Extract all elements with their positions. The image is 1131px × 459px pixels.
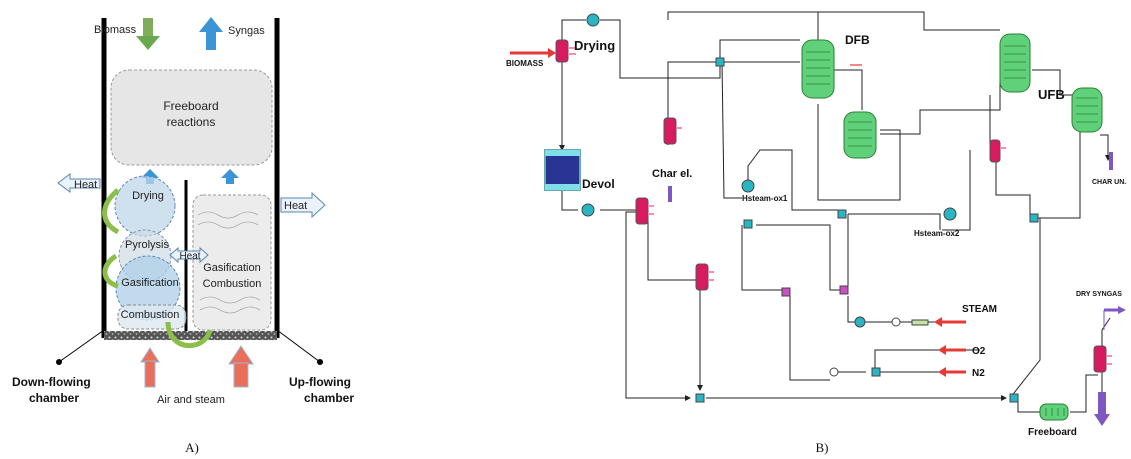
drying-label: Drying <box>132 190 164 202</box>
heat-label-right: Heat <box>284 200 307 212</box>
up-chamber-label-2: chamber <box>304 391 354 405</box>
dfb-reactor-upper <box>802 40 834 98</box>
circulation-arrow-2 <box>105 256 118 286</box>
freeboard-label: Freeboard <box>1028 427 1077 438</box>
biomass-inlet-arrow <box>136 18 160 50</box>
syngas-label: Syngas <box>228 25 265 37</box>
n2-label: N2 <box>972 368 985 379</box>
up-chamber-label-1: Up-flowing <box>289 375 351 389</box>
combustion-label-right: Combustion <box>203 278 262 290</box>
gasification-label-right: Gasification <box>203 262 260 274</box>
o2-label: O2 <box>972 346 986 357</box>
mixer-ox-mid <box>838 210 846 218</box>
caption-b: B) <box>816 440 829 455</box>
air-steam-label: Air and steam <box>157 394 225 406</box>
n2-feed-arrow <box>938 367 966 377</box>
char-un-product-arrow <box>1109 152 1113 170</box>
o2-feed-arrow <box>938 345 966 355</box>
panel-a: Freeboard reactions Biomass Syngas Dryin… <box>12 17 354 455</box>
heater-lower-left <box>696 264 714 290</box>
devol-label: Devol <box>582 177 615 191</box>
char-el-product-arrow <box>668 186 672 202</box>
devol-reactor <box>545 150 580 190</box>
heater-ufb <box>990 140 1006 162</box>
mixer-bottom-right <box>1010 394 1018 402</box>
char-el-label: Char el. <box>652 168 692 180</box>
dry-syngas-product-arrow <box>1104 306 1126 330</box>
steam-heater <box>912 320 928 325</box>
air-valve <box>830 368 838 376</box>
splitter-right <box>840 286 848 294</box>
heat-label-left: Heat <box>74 179 97 191</box>
caption-a: A) <box>185 440 199 455</box>
mixer-dfb-in <box>716 58 724 66</box>
ufb-reactor-lower <box>1072 88 1102 132</box>
mixer-ox1 <box>744 220 752 228</box>
hsteam-ox2-label: Hsteam-ox2 <box>914 229 960 238</box>
hsteam-ox1-label: Hsteam-ox1 <box>742 194 788 203</box>
ufb-reactor-upper <box>1000 34 1030 92</box>
syngas-outlet-arrow <box>199 17 223 50</box>
biomass-feed-label: BIOMASS <box>506 59 544 68</box>
hsteam-ox1-pump <box>742 180 754 192</box>
biomass-feed-arrow <box>510 48 556 58</box>
syngas-cooler <box>1094 346 1112 372</box>
pump-devol <box>582 204 594 216</box>
freeboard-reactor <box>1040 404 1068 420</box>
freeboard-label-1: Freeboard <box>163 99 218 113</box>
drying-zone <box>115 176 175 236</box>
ufb-label: UFB <box>1038 87 1065 102</box>
down-chamber-label-2: chamber <box>29 391 79 405</box>
steam-pump <box>855 317 865 327</box>
gasification-label-left: Gasification <box>121 277 178 289</box>
mixer-o2-n2 <box>872 368 880 376</box>
distributor-plate <box>104 331 277 340</box>
ash-product-arrow <box>1094 392 1110 426</box>
down-chamber-label-1: Down-flowing <box>12 375 91 389</box>
panel-b: BIOMASS STEAM O2 N2 Drying <box>506 12 1126 455</box>
air-steam-arrow-left <box>141 348 159 387</box>
char-un-label: CHAR UN. <box>1092 179 1126 186</box>
pump-top <box>587 14 599 26</box>
freeboard-label-2: reactions <box>167 115 216 129</box>
splitter-left <box>782 288 790 296</box>
dry-syngas-label: DRY SYNGAS <box>1076 291 1122 298</box>
up-arrow-right <box>221 169 239 178</box>
dfb-label: DFB <box>845 33 870 47</box>
dfb-reactor-lower <box>844 112 876 158</box>
heat-label-middle: Heat <box>179 251 200 262</box>
drying-heater <box>556 40 576 62</box>
steam-feed-arrow <box>934 317 966 327</box>
steam-valve <box>892 318 900 326</box>
drying-unit-label: Drying <box>574 38 615 53</box>
char-el-heater <box>664 118 682 144</box>
heater-mid-left <box>636 198 654 224</box>
mixer-right-bus <box>1030 214 1038 222</box>
pyrolysis-label: Pyrolysis <box>125 239 170 251</box>
down-chamber-pointer <box>56 359 62 365</box>
mixer-bottom-left <box>696 394 704 402</box>
up-chamber-pointer <box>317 359 323 365</box>
air-steam-arrow-right <box>229 346 253 387</box>
combustion-label-left: Combustion <box>121 309 180 321</box>
biomass-label: Biomass <box>94 24 137 36</box>
steam-label: STEAM <box>962 304 997 315</box>
hsteam-ox2-pump <box>944 208 956 220</box>
